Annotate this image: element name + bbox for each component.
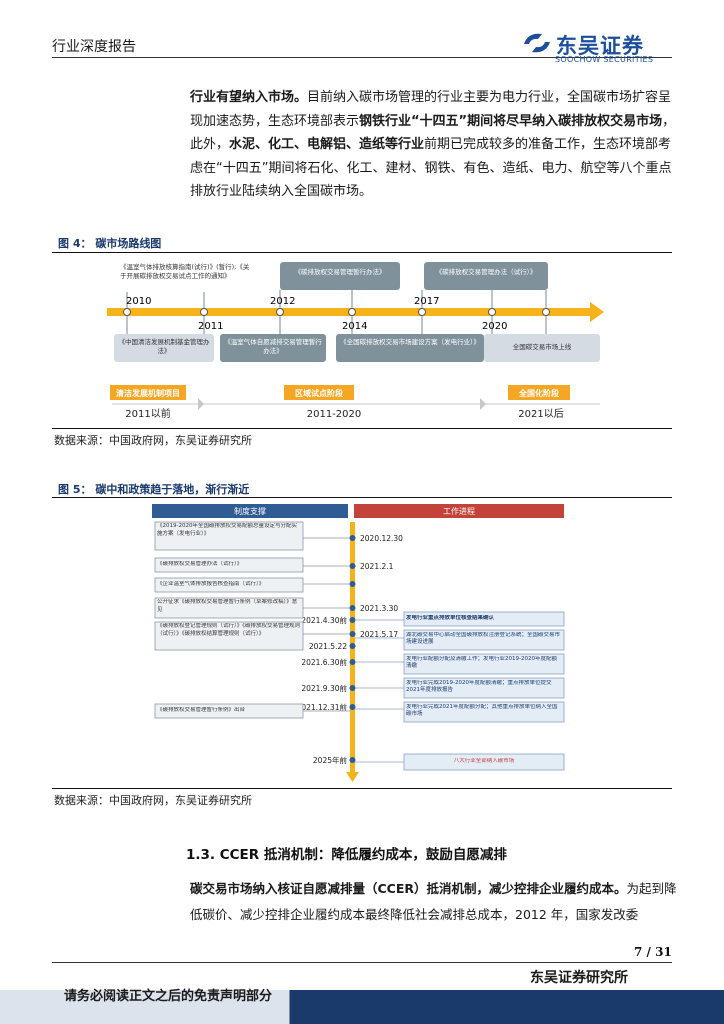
roadmap-top-box-1 (118, 262, 252, 292)
left-header-bar (152, 504, 348, 518)
header-rule (52, 57, 672, 58)
date-label-4: 2021.4.30前 (301, 615, 347, 625)
figure4-caption: 图 4： 碳市场路线图 (58, 237, 162, 250)
roadmap-top-text-2: 《碳排放权交易管理暂行办法》 (294, 268, 386, 276)
year-2010: 2010 (126, 296, 151, 307)
date-label-8: 2021.9.30前 (301, 683, 347, 693)
left-item-4: 公开征求《碳排放权交易管理暂行条例（草案修改稿）》意见 (157, 599, 298, 613)
roadmap-bottom-text-3: 《全国碳排放权交易市场建设方案（发电行业）》 (340, 338, 480, 346)
figure4-bottom-rule (52, 428, 672, 429)
left-item-3: 《企业温室气体排放报告核查指南（试行）》 (157, 581, 265, 587)
roadmap-bottom-text-4: 全国碳交易市场上线 (512, 343, 572, 351)
left-item-2: 《碳排放权交易管理办法（试行）》 (157, 561, 243, 567)
roadmap-bottom-box-3 (336, 334, 484, 362)
intro-text-3: 前期已完成较多的准备工作，生态环境部考虑在“十四五”期间将石化、化工、建材、钢铁… (190, 137, 672, 199)
figure5-source: 数据来源：中国政府网，东吴证券研究所 (54, 794, 252, 807)
footer-disclaimer: 请务必阅读正文之后的免责声明部分 (64, 989, 273, 1004)
left-item-1: 《2019-2020年全国碳排放权交易配额总量设定与分配实施方案（发电行业）》 (157, 523, 297, 537)
figure5-timeline: 制度支撑 工作进程 2020.12.30 2021.2.1 2021.3.30 … (152, 504, 565, 782)
year-2017: 2017 (414, 296, 439, 307)
phase-box-2 (284, 385, 354, 400)
phase-label-2: 区域试点阶段 (295, 388, 343, 398)
roadmap-top-box-3 (424, 262, 548, 290)
roadmap-bottom-box-2 (220, 334, 326, 362)
right-item-4: 发电行业完成2019-2020年度配额清缴；重点排放单位提交2021年度排放报告 (406, 680, 552, 693)
logo-text-cn: 东吴证券 (556, 34, 644, 58)
year-2011: 2011 (198, 321, 223, 332)
left-item-5: 《碳排放权登记管理规则（试行）》《碳排放权交易管理规则（试行）》《碳排放权结算管… (157, 623, 301, 637)
intro-text-1: 目前纳入碳市场管理的行业主要为电力行业，全国碳市场扩容呈现加速态势，生态环境部表… (190, 90, 672, 129)
roadmap-bottom-text-2: 《温室气体自愿减排交易管理暂行办法》 (224, 338, 322, 355)
right-item-6: 八大行业全部纳入碳市场 (453, 758, 515, 764)
footer-rule (52, 962, 672, 963)
figure4-roadmap: 2010 2011 2012 2014 2017 2020 《温室气体排放核算指… (107, 262, 604, 420)
page-number: 7 / 31 (634, 945, 672, 959)
left-item-6: 《碳排放权交易管理暂行条例》出台 (157, 707, 246, 713)
section-text: 为起到降低碳价、减少控排企业履约成本最终降低社会减排总成本，2012 年，国家发… (190, 881, 677, 922)
section-paragraph: 碳交易市场纳入核证自愿减排量（CCER）抵消机制，减少控排企业履约成本。为起到降… (190, 876, 678, 928)
phase-box-3 (508, 385, 570, 400)
date-label-7: 2021.6.30前 (301, 657, 347, 667)
right-item-3: 发电行业配额分配及清缴工作；发电行业2019-2020年度配额清缴 (406, 656, 557, 669)
roadmap-top-text-3: 《碳排放权交易管理办法（试行）》 (435, 268, 537, 276)
footer-band (0, 990, 724, 1024)
figure5-top-rule (52, 497, 672, 498)
right-item-1: 发电行业重点排放单位核查结果确认 (406, 615, 495, 621)
phase-period-3: 2021以后 (518, 408, 563, 420)
right-item-2: 湖北碳交易中心启动全国碳排放权注册登记系统；全国碳交易市场建设进展 (406, 632, 561, 645)
date-label-9: 2021.12.31前 (297, 702, 348, 712)
intro-bold-1: 行业有望纳入市场。 (190, 90, 308, 105)
date-label-10: 2025年前 (313, 755, 348, 765)
roadmap-top-box-2 (280, 262, 400, 290)
figure4-top-rule (52, 252, 672, 253)
right-item-5: 发电行业完成2021年度配额分配；其他重点排放单位纳入全国碳市场 (406, 704, 558, 717)
right-header-label: 工作进程 (443, 506, 475, 516)
figure4-source: 数据来源：中国政府网，东吴证券研究所 (54, 434, 252, 447)
intro-paragraph: 行业有望纳入市场。目前纳入碳市场管理的行业主要为电力行业，全国碳市场扩容呈现加速… (190, 86, 682, 204)
roadmap-top-text-1: 《温室气体排放核算指南(试行)》(暂行);《关于开展碳排放权交易试点工作的通知》 (120, 263, 250, 280)
year-2014: 2014 (342, 321, 367, 332)
logo-icon (524, 33, 550, 53)
logo-text-en: SOOCHOW SECURITIES (555, 55, 654, 64)
intro-bold-3: 水泥、化工、电解铝、造纸等行业 (229, 137, 425, 152)
date-label-6: 2021.5.22 (309, 642, 347, 651)
phase-box-1 (110, 385, 186, 400)
phase-label-3: 全国化阶段 (518, 388, 559, 398)
phase-period-2: 2011-2020 (307, 409, 362, 420)
date-label-5: 2021.5.17 (360, 630, 398, 639)
footer-institute: 东吴证券研究所 (530, 970, 628, 986)
intro-text-2: ，此外， (190, 113, 676, 153)
figure5-bottom-rule (52, 788, 672, 789)
right-header-bar (354, 504, 564, 518)
timeline-arrowhead (590, 302, 604, 322)
intro-bold-2: 钢铁行业“十四五”期间将尽早纳入碳排放权交易市场 (359, 113, 663, 129)
section-bold-lead: 碳交易市场纳入核证自愿减排量（CCER）抵消机制，减少控排企业履约成本。 (190, 881, 627, 896)
phase-label-1: 清洁发展机制项目 (116, 388, 180, 398)
date-label-3: 2021.3.30 (360, 604, 398, 613)
year-2020: 2020 (482, 321, 507, 332)
roadmap-bottom-box-4 (484, 334, 600, 362)
date-label-1: 2020.12.30 (360, 534, 403, 543)
section-heading: 1.3. CCER 抵消机制：降低履约成本，鼓励自愿减排 (186, 847, 507, 863)
roadmap-bottom-text-1: 《中国清洁发展机制基金管理办法》 (118, 338, 210, 355)
roadmap-bottom-box-1 (114, 334, 214, 362)
phase-period-1: 2011以前 (125, 407, 170, 420)
left-header-label: 制度支撑 (234, 506, 266, 516)
document-type: 行业深度报告 (52, 39, 136, 55)
date-label-2: 2021.2.1 (360, 562, 394, 571)
figure5-caption: 图 5： 碳中和政策趋于落地，渐行渐近 (58, 483, 250, 496)
year-2012: 2012 (270, 296, 295, 307)
